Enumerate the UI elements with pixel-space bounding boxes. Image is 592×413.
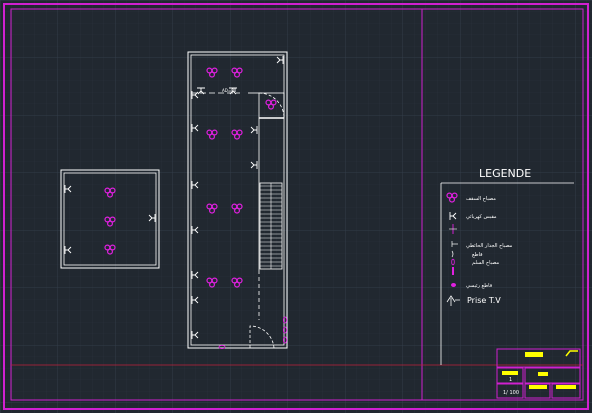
- scale-label: 1/ 100: [503, 390, 519, 396]
- switch-icon: [449, 224, 457, 234]
- legend-item-label: Prise T.V: [467, 296, 501, 305]
- staircase: [259, 182, 283, 270]
- legend-title: LEGENDE: [479, 167, 531, 180]
- inner-frame: [10, 8, 584, 401]
- legend-item-label: مصباح السقف: [466, 196, 496, 202]
- wall-light-group: [282, 316, 288, 344]
- sheet-number: 1: [509, 377, 512, 383]
- legend-item-label: قاطع: [472, 252, 483, 258]
- outer-frame: [3, 3, 589, 410]
- legend-item-label: مصباح السلم: [472, 260, 500, 266]
- legend-item-label: مقبس كهربائي: [466, 214, 497, 220]
- legend-item-label: مصباح الجدار الحائطي: [466, 243, 513, 249]
- panel-icon: [452, 267, 454, 275]
- outlet-icon: [451, 250, 454, 258]
- stair-light-icon: [451, 258, 455, 266]
- main-floor-plan: AD=80: [187, 51, 288, 350]
- bottom-wall-light-icon: [218, 344, 226, 350]
- small-room: [60, 169, 160, 269]
- title-block: 1 1/ 100: [496, 348, 581, 399]
- legend-item-label: قاطع رئيسي: [466, 283, 493, 289]
- distribution-icon: [451, 283, 456, 287]
- door-label: AD=80: [222, 88, 237, 93]
- wall-light-icon: [451, 241, 458, 247]
- legend-panel: LEGENDE مصباح السقف مقبس كهربائي مصباح ا…: [440, 167, 574, 365]
- tv-socket-icon: [446, 295, 460, 306]
